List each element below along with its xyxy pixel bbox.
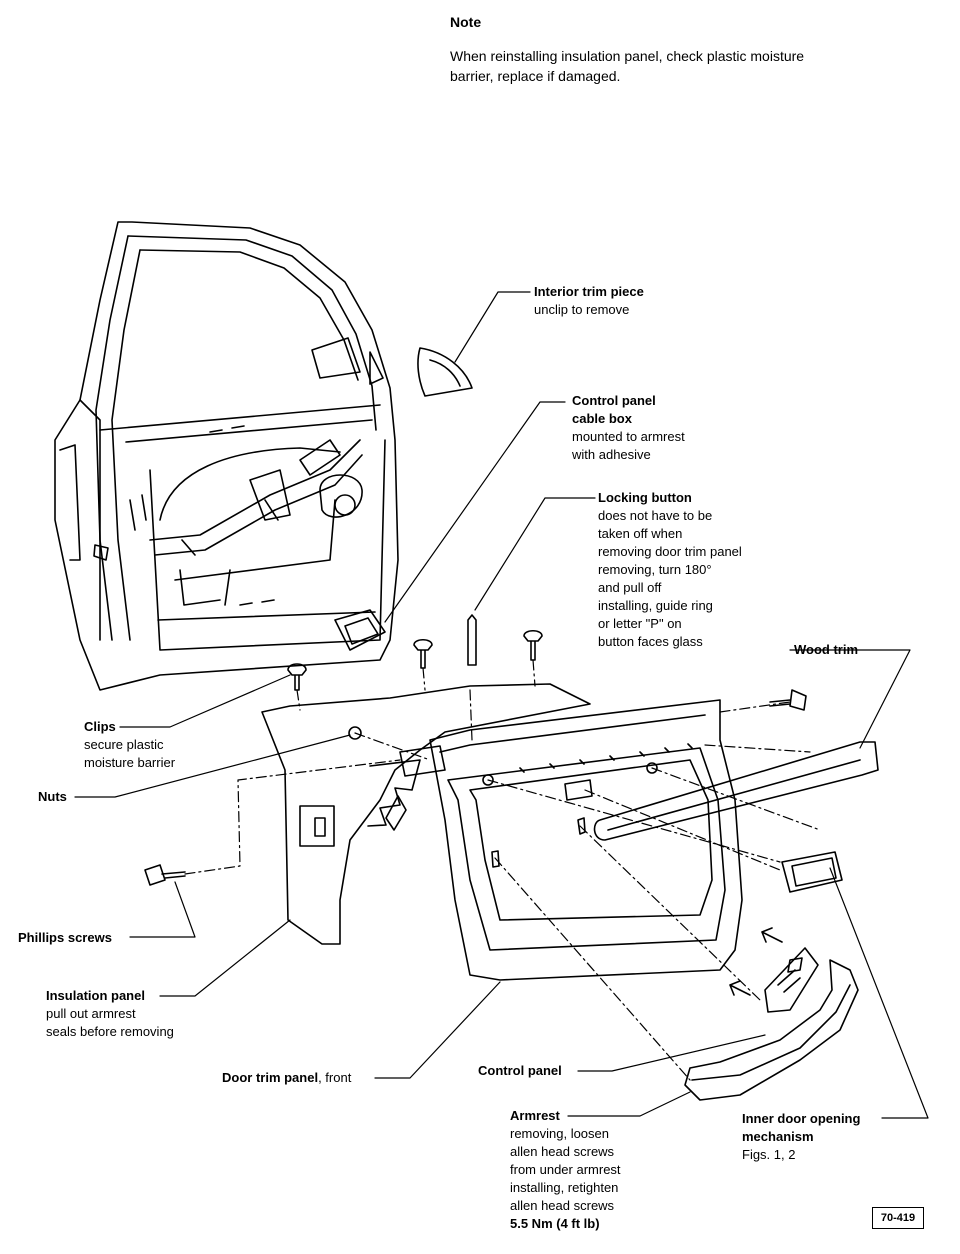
- note-text: When reinstalling insulation panel, chec…: [450, 48, 805, 84]
- label-line: installing, retighten: [510, 1180, 619, 1195]
- interior-trim-label: Interior trim piece unclip to remove: [534, 283, 644, 319]
- label-line: removing, loosen: [510, 1126, 609, 1141]
- locking-button-rod: [467, 614, 477, 666]
- armrest-drawing: [684, 959, 859, 1101]
- torque-value: 5.5 Nm (4 ft lb): [510, 1216, 600, 1231]
- interior-trim-piece: [417, 347, 473, 397]
- door-trim-panel-drawing: [399, 699, 743, 981]
- label-title: Insulation panel: [46, 988, 145, 1003]
- screw-drawings: [144, 689, 807, 886]
- control-panel-label: Control panel: [478, 1063, 562, 1078]
- label-suffix: , front: [318, 1070, 352, 1085]
- insulation-panel-label: Insulation panel pull out armrest seals …: [46, 987, 174, 1041]
- label-title: Armrest: [510, 1108, 560, 1123]
- label-line: allen head screws: [510, 1198, 615, 1213]
- label-line: or letter "P" on: [598, 616, 682, 631]
- label-line: installing, guide ring: [598, 598, 713, 613]
- locking-button-label: Locking button does not have to be taken…: [598, 489, 742, 651]
- label-title: Inner door opening: [742, 1111, 861, 1126]
- nuts-label: Nuts: [38, 789, 67, 804]
- label-title: Interior trim piece: [534, 284, 644, 299]
- inner-door-mechanism-drawing: [781, 851, 843, 893]
- label-line: mounted to armrest: [572, 429, 685, 444]
- note-title: Note: [450, 14, 482, 30]
- door-trim-panel-label: Door trim panel, front: [222, 1069, 351, 1087]
- label-line: pull out armrest: [46, 1006, 136, 1021]
- label-line: from under armrest: [510, 1162, 621, 1177]
- wood-trim-label: Wood trim: [794, 642, 859, 657]
- label-title: mechanism: [742, 1129, 814, 1144]
- label-line: seals before removing: [46, 1024, 174, 1039]
- armrest-label: Armrest removing, loosen allen head scre…: [510, 1107, 621, 1233]
- label-line: does not have to be: [598, 508, 713, 523]
- door-frame: [54, 221, 399, 691]
- label-title: Locking button: [598, 490, 692, 505]
- wood-trim-drawing: [593, 741, 879, 841]
- clips-label: Clips secure plastic moisture barrier: [84, 718, 175, 772]
- cable-box-drawing: [334, 609, 386, 651]
- label-title: Control panel: [572, 393, 656, 408]
- clip-drawings: [287, 629, 543, 691]
- insertion-arrow: [729, 980, 751, 996]
- label-line: removing door trim panel: [598, 544, 742, 559]
- leader-lines: [74, 291, 929, 1119]
- label-line: with adhesive: [572, 447, 651, 462]
- inner-door-mechanism-label: Inner door opening mechanism Figs. 1, 2: [742, 1110, 860, 1164]
- label-line: moisture barrier: [84, 755, 176, 770]
- label-line: Figs. 1, 2: [742, 1147, 796, 1162]
- label-line: button faces glass: [598, 634, 703, 649]
- label-line: allen head screws: [510, 1144, 615, 1159]
- insulation-panel-drawing: [261, 683, 591, 945]
- alignment-lines: [184, 659, 821, 1081]
- cable-box-label: Control panel cable box mounted to armre…: [572, 392, 685, 464]
- label-line: unclip to remove: [534, 302, 630, 317]
- label-title: Clips: [84, 719, 116, 734]
- label-title: cable box: [572, 411, 632, 426]
- label-line: removing, turn 180°: [598, 562, 712, 577]
- insertion-arrow: [761, 927, 783, 943]
- label-line: secure plastic: [84, 737, 164, 752]
- phillips-screws-label: Phillips screws: [18, 930, 112, 945]
- figure-id-box: 70-419: [872, 1207, 924, 1229]
- control-panel-switch-drawing: [764, 947, 819, 1013]
- label-line: and pull off: [598, 580, 662, 595]
- label-title: Door trim panel: [222, 1070, 319, 1085]
- label-line: taken off when: [598, 526, 683, 541]
